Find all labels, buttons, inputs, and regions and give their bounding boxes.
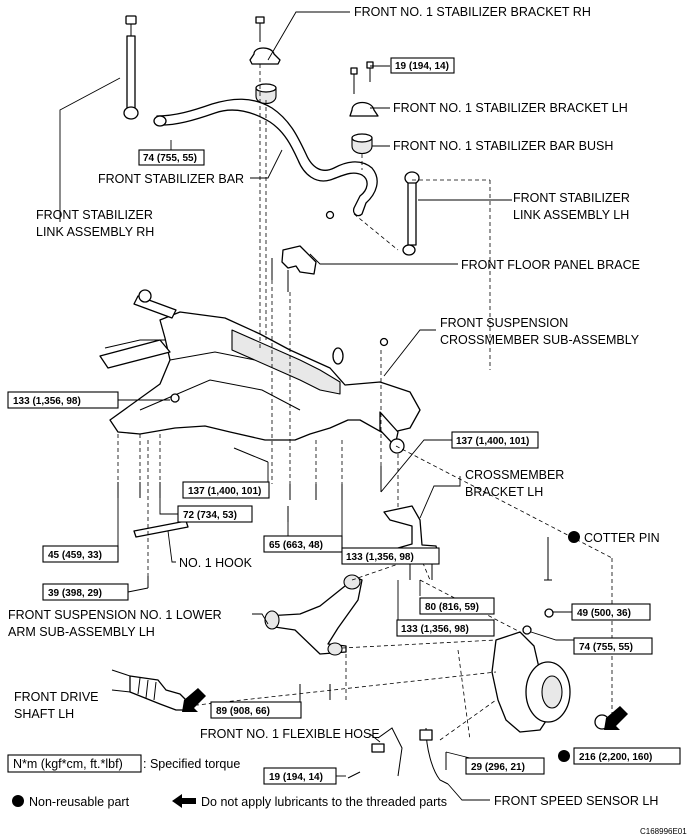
- torque-74-knuckle: 74 (755, 55): [579, 642, 633, 653]
- torque-72: 72 (734, 53): [183, 510, 237, 521]
- torque-216: 216 (2,200, 160): [579, 752, 652, 763]
- torque-80: 80 (816, 59): [425, 602, 479, 613]
- torque-133-center: 133 (1,356, 98): [346, 552, 414, 563]
- label-link-lh-1: FRONT STABILIZER: [513, 191, 630, 205]
- label-link-lh-2: LINK ASSEMBLY LH: [513, 208, 629, 222]
- label-flexible-hose: FRONT NO. 1 FLEXIBLE HOSE: [200, 727, 380, 741]
- label-crossmember-1: FRONT SUSPENSION: [440, 316, 568, 330]
- torque-19-top: 19 (194, 14): [395, 61, 449, 72]
- no1-hook: [133, 520, 189, 538]
- label-drive-shaft-1: FRONT DRIVE: [14, 690, 99, 704]
- label-stab-bracket-lh: FRONT NO. 1 STABILIZER BRACKET LH: [393, 101, 628, 115]
- legend-non-reusable: Non-reusable part: [29, 795, 130, 809]
- crossmember-bracket-lh: [383, 505, 439, 580]
- label-crossmember-2: CROSSMEMBER SUB-ASSEMBLY: [440, 333, 640, 347]
- label-stab-bar-bush: FRONT NO. 1 STABILIZER BAR BUSH: [393, 139, 613, 153]
- torque-45: 45 (459, 33): [48, 550, 102, 561]
- stabilizer-bar: [153, 98, 378, 217]
- steering-knuckle-hub: [491, 608, 610, 733]
- label-floor-brace: FRONT FLOOR PANEL BRACE: [461, 258, 640, 272]
- label-speed-sensor: FRONT SPEED SENSOR LH: [494, 794, 658, 808]
- legend: N*m (kgf*cm, ft.*lbf) : Specified torque…: [7, 754, 687, 836]
- non-reusable-cotter-icon: [568, 531, 580, 543]
- filled-circle-icon: [12, 795, 24, 807]
- label-cm-bracket-1: CROSSMEMBER: [465, 468, 564, 482]
- cotter-pin: [544, 537, 552, 581]
- legend-torque-unit: N*m (kgf*cm, ft.*lbf): [13, 757, 123, 771]
- crossmember-assembly: [99, 289, 421, 454]
- label-drive-shaft-2: SHAFT LH: [14, 707, 74, 721]
- torque-133-low: 133 (1,356, 98): [401, 624, 469, 635]
- floor-panel-brace: [271, 245, 317, 292]
- torque-39: 39 (398, 29): [48, 588, 102, 599]
- drive-shaft-lh: [111, 669, 189, 711]
- left-arrow-icon: [172, 794, 196, 808]
- stabilizer-bracket-rh: [249, 16, 281, 105]
- label-lower-arm-1: FRONT SUSPENSION NO. 1 LOWER: [8, 608, 222, 622]
- non-reusable-nut-icon: [558, 750, 570, 762]
- label-link-rh-2: LINK ASSEMBLY RH: [36, 225, 154, 239]
- stabilizer-bracket-lh: [349, 61, 379, 155]
- flexible-hose-sensor: [347, 727, 449, 785]
- crossmember-bolts: [117, 447, 382, 588]
- part-labels: FRONT NO. 1 STABILIZER BRACKET RH FRONT …: [8, 5, 660, 808]
- torque-specs: 19 (194, 14) 74 (755, 55) 133 (1,356, 98…: [7, 57, 681, 785]
- torque-133-left: 133 (1,356, 98): [13, 396, 81, 407]
- no-lubricant-arrow-knuckle-icon: [604, 706, 628, 730]
- label-cm-bracket-2: BRACKET LH: [465, 485, 543, 499]
- torque-49: 49 (500, 36): [577, 608, 631, 619]
- torque-29: 29 (296, 21): [471, 762, 525, 773]
- torque-137-center: 137 (1,400, 101): [188, 486, 261, 497]
- legend-torque-desc: : Specified torque: [143, 757, 240, 771]
- torque-137-right: 137 (1,400, 101): [456, 436, 529, 447]
- no-lubricant-arrow-icon: [182, 688, 206, 712]
- torque-65: 65 (663, 48): [269, 540, 323, 551]
- torque-89: 89 (908, 66): [216, 706, 270, 717]
- stabilizer-link-lh: [325, 171, 420, 256]
- torque-74-bar: 74 (755, 55): [143, 153, 197, 164]
- label-stab-bracket-rh: FRONT NO. 1 STABILIZER BRACKET RH: [354, 5, 591, 19]
- stabilizer-link-rh: [123, 15, 139, 120]
- figure-code: C168996E01: [640, 827, 687, 836]
- label-link-rh-1: FRONT STABILIZER: [36, 208, 153, 222]
- torque-19-bottom: 19 (194, 14): [269, 772, 323, 783]
- label-hook: NO. 1 HOOK: [179, 556, 253, 570]
- legend-no-lubricant: Do not apply lubricants to the threaded …: [201, 795, 447, 809]
- label-lower-arm-2: ARM SUB-ASSEMBLY LH: [8, 625, 155, 639]
- label-stab-bar: FRONT STABILIZER BAR: [98, 172, 244, 186]
- lower-arm-lh: [264, 574, 363, 700]
- label-cotter-pin: COTTER PIN: [584, 531, 660, 545]
